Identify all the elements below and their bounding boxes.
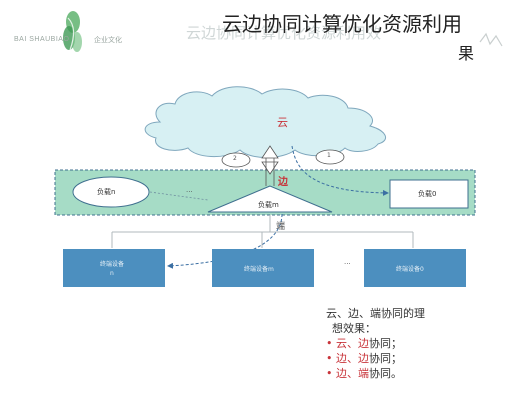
device-box-middle bbox=[212, 249, 314, 287]
edge-node-middle-label: 负载m bbox=[258, 201, 279, 209]
notes-block: 云、边、端协同的理 想效果： • 云、边协同； • 边、边协同； • 边、端协同… bbox=[326, 306, 425, 381]
leaf-logo-icon bbox=[63, 11, 82, 52]
device-box-right bbox=[364, 249, 466, 287]
edge-left-link bbox=[149, 191, 209, 201]
notes-intro-line1: 云、边、端协同的理 bbox=[326, 307, 425, 320]
edge-node-left-label: 负载n bbox=[97, 188, 116, 196]
page-title-continued: 果 bbox=[458, 44, 475, 63]
cloud-label: 云 bbox=[277, 116, 288, 129]
notes-bullet-2-highlight: 边、边 bbox=[336, 352, 369, 365]
notes-bullet-1: • 云、边协同； bbox=[326, 337, 402, 350]
device-right-label: 终端设备0 bbox=[396, 266, 424, 273]
step-2-number: 2 bbox=[233, 155, 237, 162]
step-1-badge bbox=[315, 149, 345, 165]
step-2-badge bbox=[221, 152, 251, 168]
notes-bullet-2: • 边、边协同； bbox=[326, 352, 402, 365]
device-middle-label: 终端设备m bbox=[244, 266, 274, 273]
notes-intro-line2: 想效果： bbox=[332, 322, 376, 335]
device-connectors bbox=[111, 215, 414, 248]
edge-node-right bbox=[389, 179, 469, 209]
logo-brand-text: BAI SHAUBIAO bbox=[14, 36, 70, 43]
notes-bullet-3: • 边、端协同。 bbox=[326, 367, 402, 380]
edge-node-left bbox=[72, 176, 150, 208]
notes-bullet-2-text: 协同； bbox=[369, 352, 402, 365]
step-2-arrow bbox=[167, 213, 283, 269]
edge-node-right-label: 负载0 bbox=[418, 190, 437, 198]
ghost-title: 云边协同计算优化资源利用效 bbox=[186, 24, 382, 42]
edge-dots: ... bbox=[186, 186, 193, 194]
cloud-edge-sync-arrow bbox=[261, 145, 279, 186]
step-1-number: 1 bbox=[327, 152, 331, 159]
logo-slogan: 企业文化 bbox=[94, 36, 122, 44]
notes-bullet-3-text: 协同。 bbox=[369, 367, 402, 380]
decorative-squiggle-icon bbox=[479, 32, 503, 47]
device-left-label: 终端设备 bbox=[100, 261, 125, 268]
cloud-shape bbox=[144, 86, 387, 158]
device-box-left bbox=[63, 249, 165, 287]
device-left-sub: n bbox=[110, 270, 114, 277]
device-layer-label: 端 bbox=[276, 222, 286, 232]
edge-label: 边 bbox=[278, 177, 288, 188]
page-title: 云边协同计算优化资源利用 bbox=[222, 12, 462, 36]
device-dots: ... bbox=[344, 258, 351, 266]
notes-bullet-3-highlight: 边、端 bbox=[336, 367, 369, 380]
edge-node-middle bbox=[207, 185, 333, 213]
notes-bullet-1-text: 协同； bbox=[369, 337, 402, 350]
notes-bullet-1-highlight: 云、边 bbox=[336, 337, 369, 350]
